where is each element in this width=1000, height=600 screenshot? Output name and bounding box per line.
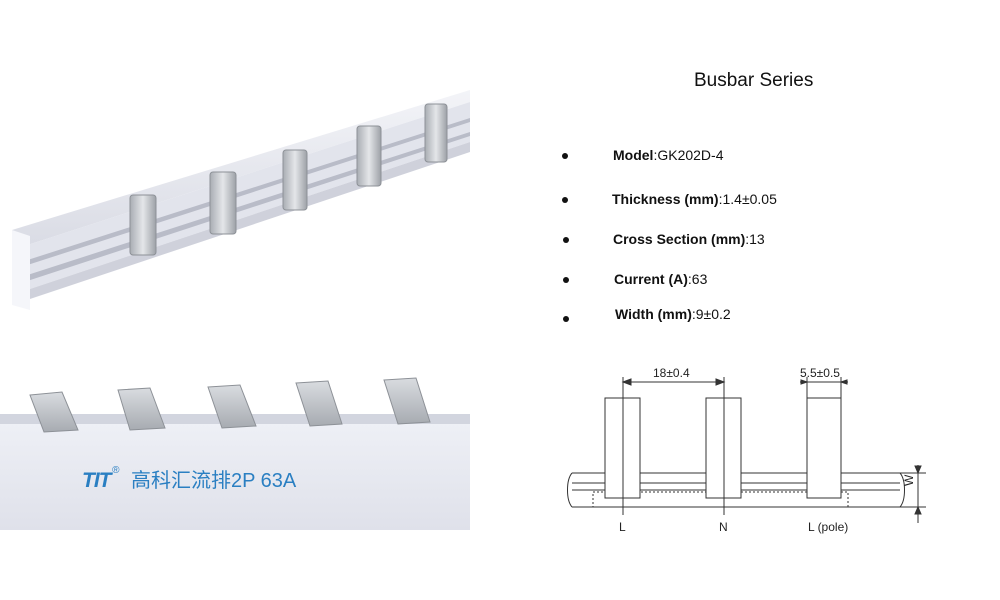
bullet-icon [563, 316, 569, 322]
bullet-icon [563, 277, 569, 283]
registered-mark: ® [112, 465, 120, 476]
pole-label-l: L [619, 520, 626, 534]
busbar-drawing: 18±0.4 5.5±0.5 W L N L (pole) [567, 366, 926, 534]
spec-value: :9±0.2 [691, 306, 731, 322]
product-marking: TIT ® 高科汇流排2P 63A [82, 464, 296, 493]
spec-label: Model [613, 147, 654, 163]
busbar-angled-image [12, 90, 470, 310]
product-photo-top [0, 60, 480, 320]
busbar-side-image [0, 377, 470, 530]
spec-value: :63 [687, 271, 708, 287]
marking-text: 高科汇流排2P 63A [131, 470, 297, 492]
pole-label-n: N [719, 520, 728, 534]
bullet-icon [562, 153, 568, 159]
pitch-dimension-label: 18±0.4 [653, 366, 690, 380]
spec-value: :13 [745, 231, 765, 247]
page-title: Busbar Series [694, 70, 814, 91]
pin-width-dimension-label: 5.5±0.5 [800, 366, 840, 380]
product-photo-bottom [0, 350, 480, 530]
dimension-diagram: 18±0.4 5.5±0.5 W L N L (pole) [560, 355, 930, 545]
spec-label: Thickness (mm) [612, 191, 719, 207]
height-dimension-label: W [902, 474, 916, 486]
spec-value: :1.4±0.05 [718, 191, 777, 207]
bullet-icon [563, 237, 569, 243]
spec-value: :GK202D-4 [653, 147, 724, 163]
pole-label-l-pole: L (pole) [808, 520, 848, 534]
bullet-icon [562, 197, 568, 203]
spec-label: Width (mm) [615, 306, 692, 322]
spec-label: Cross Section (mm) [613, 231, 746, 247]
brand-logo: TIT [82, 469, 111, 492]
spec-label: Current (A) [614, 271, 688, 287]
